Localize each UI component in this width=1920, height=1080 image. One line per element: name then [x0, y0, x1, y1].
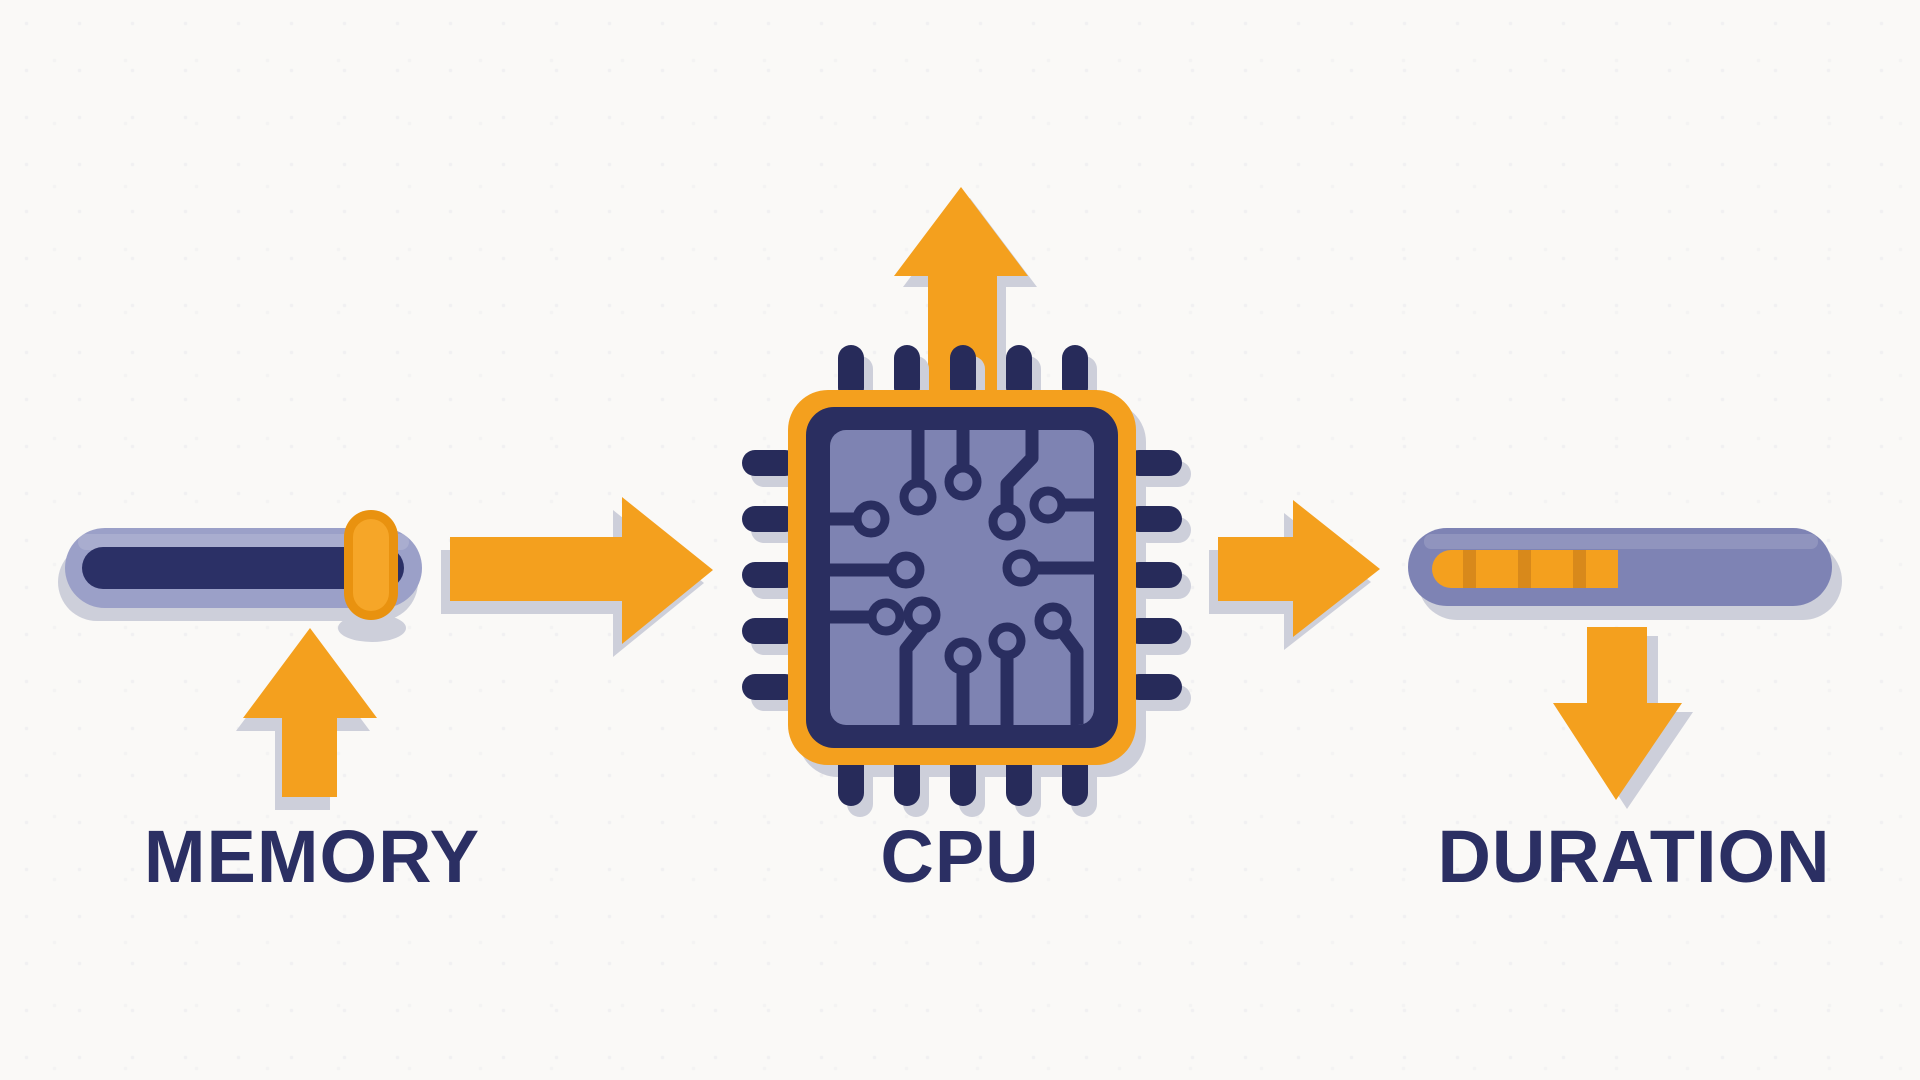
- duration-segment-divider: [1573, 550, 1586, 588]
- memory-slider-handle[interactable]: [344, 510, 398, 620]
- circuit-node: [1029, 486, 1067, 524]
- chip-die: [830, 430, 1094, 725]
- arrow-cpu-to-duration-icon: [1209, 500, 1380, 650]
- arrow-duration-down-icon: [1553, 627, 1693, 809]
- duration-progress-icon: [1408, 528, 1842, 620]
- arrow-memory-up-icon: [236, 628, 377, 810]
- memory-track-highlight: [78, 534, 409, 550]
- arrow-memory-to-cpu: [450, 497, 713, 644]
- duration-bar-highlight: [1424, 534, 1818, 549]
- arrow-memory-to-cpu-icon: [441, 497, 713, 657]
- cpu-label: CPU: [880, 815, 1040, 898]
- circuit-node: [899, 478, 937, 516]
- cpu-chip-icon: [742, 187, 1191, 817]
- arrow-cpu-to-duration: [1218, 500, 1380, 637]
- arrow-memory-up: [243, 628, 377, 797]
- duration-label: DURATION: [1437, 815, 1831, 898]
- memory-slider-groove: [82, 547, 404, 589]
- memory-handle-shadow: [338, 614, 406, 642]
- memory-slider-icon: [58, 510, 422, 642]
- arrow-duration-down: [1553, 627, 1682, 800]
- circuit-node: [988, 622, 1026, 660]
- circuit-trace: [1000, 430, 1039, 508]
- memory-handle-inner: [353, 519, 389, 611]
- circuit-trace: [1056, 627, 1084, 725]
- circuit-node: [852, 500, 890, 538]
- circuit-node: [944, 463, 982, 501]
- duration-segment-divider: [1518, 550, 1531, 588]
- circuit-trace: [899, 624, 928, 725]
- chip-circuit: [830, 430, 1094, 725]
- duration-segment-divider: [1463, 550, 1476, 588]
- circuit-node: [867, 598, 905, 636]
- memory-label: MEMORY: [143, 815, 481, 898]
- circuit-node: [887, 551, 925, 589]
- circuit-node: [903, 596, 941, 634]
- circuit-node: [1034, 602, 1072, 640]
- circuit-node: [1002, 549, 1040, 587]
- circuit-node: [988, 503, 1026, 541]
- circuit-node: [944, 637, 982, 675]
